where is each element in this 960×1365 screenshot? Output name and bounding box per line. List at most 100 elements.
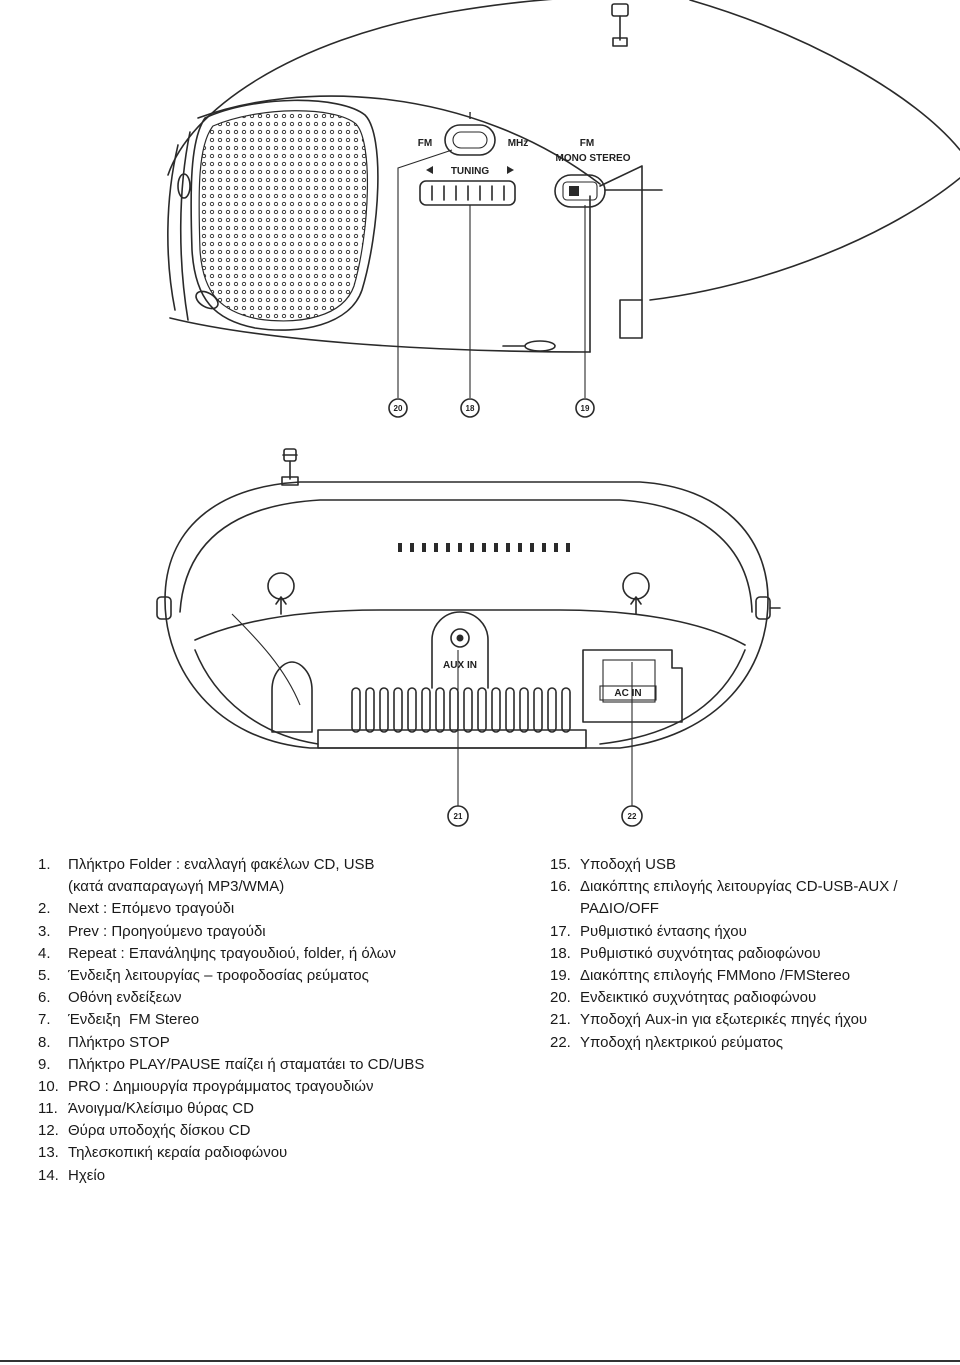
legend-item-number: 7. [38,1011,51,1029]
legend-item-line: Ένδειξη λειτουργίας – τροφοδοσίας ρεύματ… [68,966,369,984]
rear-vent-slot [379,687,389,733]
rear-face-upper-curve [194,609,746,646]
front-edge-inner [179,131,191,321]
legend-item: 21. Υποδοχή Aux-in για εξωτερικές πηγές … [550,1009,898,1031]
legend-item: 8. Πλήκτρο STOP [38,1032,424,1054]
legend-item: 10. PRO : Δημιουργία προγράμματος τραγου… [38,1076,424,1098]
legend-item-number: 20. [550,989,571,1007]
legend-item-line: Ενδεικτικό συχνότητας ραδιοφώνου [580,989,817,1007]
legend-left-column: 1. Πλήκτρο Folder : εναλλαγή φακέλων CD,… [38,854,424,1187]
legend-item-text: PRO : Δημιουργία προγράμματος τραγουδιών [68,1076,374,1098]
legend-item: 4. Repeat : Επανάληψης τραγουδιού, folde… [38,943,424,965]
antenna-tip [611,3,629,17]
legend-item-number: 3. [38,922,51,940]
legend-item-line: Ρυθμιστικό συχνότητας ραδιοφώνου [580,944,821,962]
legend-item: 12. Θύρα υποδοχής δίσκου CD [38,1120,424,1142]
callout-18-circle [460,398,480,418]
legend-item: 19. Διακόπτης επιλογής FMMono /FMStereo [550,965,898,987]
top-vent-slot [470,543,474,552]
rear-vent-slot [463,687,473,733]
body-bottom-edge [169,317,591,353]
legend-item-number: 22. [550,1033,571,1051]
tuning-right-arrow-icon [507,166,514,174]
rear-vent-slot [407,687,417,733]
legend-item-text: Prev : Προηγούμενο τραγούδι [68,921,266,943]
top-vent-slot [554,543,558,552]
body-right-edge [599,165,643,301]
front-button [195,290,219,310]
rear-vent-slot [365,687,375,733]
speaker-outer [190,99,379,331]
aux-in-jack-hole [456,634,464,642]
rear-vent-slot [505,687,515,733]
rear-vent-slot [477,687,487,733]
legend-item: 14. Ηχείο [38,1165,424,1187]
switch-knob [569,186,579,196]
ac-in-compartment [582,649,683,723]
legend-item: 5. Ένδειξη λειτουργίας – τροφοδοσίας ρεύ… [38,965,424,987]
legend-item-line: Οθόνη ενδείξεων [68,989,182,1007]
top-vent-slot [494,543,498,552]
legend-item-text: Οθόνη ενδείξεων [68,987,182,1009]
legend-item-text: Πλήκτρο PLAY/PAUSE παίζει ή σταματάει το… [68,1054,424,1076]
legend-item-number: 21. [550,1011,571,1029]
legend-item-number: 2. [38,900,51,918]
rear-vent-slot [421,687,431,733]
legend-item-line: Ηχείο [68,1166,106,1184]
legend-item-number: 11. [38,1100,58,1118]
rear-left-band [231,613,301,706]
legend-item-text: Διακόπτης επιλογής FMMono /FMStereo [580,965,850,987]
mhz-label: MHz [508,138,529,149]
legend-item: 18. Ρυθμιστικό συχνότητας ραδιοφώνου [550,943,898,965]
legend-item-line: Θύρα υποδοχής δίσκου CD [68,1122,251,1140]
rear-vent-slot [519,687,529,733]
rear-vent-slot [393,687,403,733]
legend-item-line: Υποδοχή Aux-in για εξωτερικές πηγές ήχου [580,1011,868,1029]
battery-cover-dome [271,661,313,733]
top-vent-slot [446,543,450,552]
rear-base [317,729,587,749]
legend-item-text: Άνοιγμα/Κλείσιμο θύρας CD [68,1098,254,1120]
legend-item-text: Ενδεικτικό συχνότητας ραδιοφώνου [580,987,816,1009]
legend-item-text: Next : Επόμενο τραγούδι [68,898,234,920]
switch-mode-label: MONO STEREO [555,153,630,164]
back-view-diagram: AUX IN AC IN 21 [156,448,781,827]
legend-item-line: Υποδοχή ηλεκτρικού ρεύματος [580,1033,784,1051]
legend-item-text: Ένδειξη λειτουργίας – τροφοδοσίας ρεύματ… [68,965,369,987]
handle-upper-curve [689,0,960,151]
left-screw-hole [267,572,295,600]
top-vents [398,543,570,552]
tuning-rib [431,185,505,201]
top-vent-slot [530,543,534,552]
top-vent-slot [422,543,426,552]
device-diagrams: ! FM MHz TUNING FM MONO STEREO 20 18 19 [156,0,960,827]
legend-item-number: 19. [550,966,571,984]
rear-vent-slot [561,687,571,733]
body-bottom-box [619,299,643,339]
legend-item-text: Τηλεσκοπική κεραία ραδιοφώνου [68,1142,287,1164]
legend-item-line: Πλήκτρο Folder : εναλλαγή φακέλων CD, US… [68,856,375,873]
antenna [611,3,629,47]
fm-label: FM [418,138,432,149]
aux-in-label: AUX IN [443,660,477,671]
legend-item-text: Υποδοχή ηλεκτρικού ρεύματος [580,1032,783,1054]
legend-item-line: Υποδοχή USB [580,856,676,873]
legend-item-text: Υποδοχή Aux-in για εξωτερικές πηγές ήχου [580,1009,867,1031]
top-vent-slot [434,543,438,552]
callout-20-circle [388,398,408,418]
right-screw-hole [622,572,650,600]
legend-item-line: (κατά αναπαραγωγή MP3/WMA) [68,878,285,896]
top-vent-slot [458,543,462,552]
legend-item-number: 16. [550,878,571,896]
handle-lower-curve [649,177,960,301]
tuning-slider [419,180,516,206]
legend-item-text: Διακόπτης επιλογής λειτουργίας CD-USB-AU… [580,876,898,920]
top-vent-slot [542,543,546,552]
legend-item-text: Υποδοχή USB [580,854,676,876]
rear-body-inner-top [179,499,753,613]
tuning-left-arrow-icon [426,166,433,174]
legend-item: 2. Next : Επόμενο τραγούδι [38,898,424,920]
legend-item-number: 14. [38,1166,59,1184]
rear-vent-slot [435,687,445,733]
legend-item-number: 13. [38,1144,59,1162]
